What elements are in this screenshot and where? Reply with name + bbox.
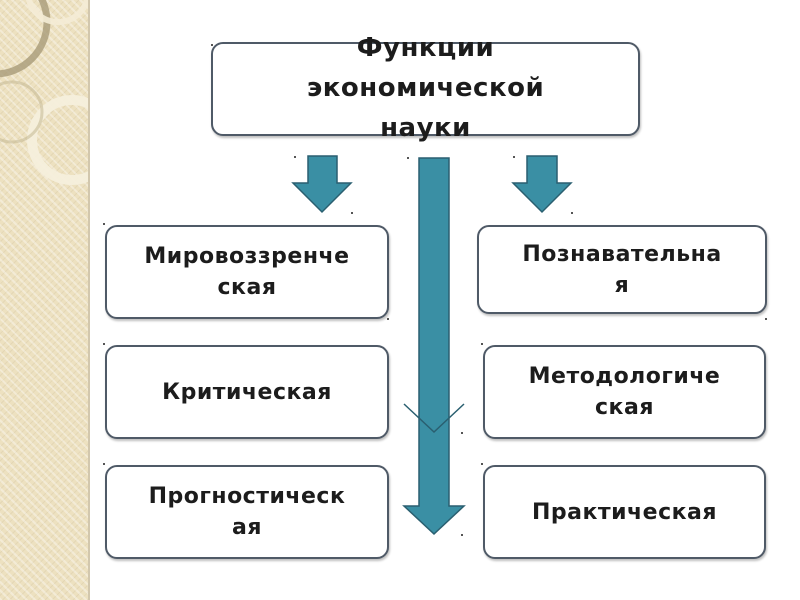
title-line-3: науки [380,113,471,143]
arrow-down-center-long-icon [402,157,466,536]
handle-dot [387,318,389,320]
function-label-line: ская [217,275,277,300]
function-box-prognostic: Прогностическ ая [105,465,389,559]
handle-dot [351,212,353,214]
handle-dot [211,44,213,46]
handle-dot [481,343,483,345]
arrow-ghost-head-icon [403,403,465,434]
function-box-critical: Критическая [105,345,389,439]
title-box: Функции экономической науки [211,33,640,143]
function-box-methodological: Методологиче ская [483,345,766,439]
handle-dot [103,223,105,225]
function-label-line: Практическая [531,499,718,525]
function-box-cognitive: Познавательна я [477,225,767,314]
handle-dot [103,463,105,465]
handle-dot [461,432,463,434]
function-label-line: ая [232,515,262,540]
function-box-practical: Практическая [483,465,766,559]
function-box-worldview: Мировоззренче ская [105,225,389,319]
handle-dot [765,318,767,320]
handle-dot [294,156,296,158]
handle-dot [103,343,105,345]
function-label-line: Прогностическ [148,484,346,509]
function-label-line: я [614,272,630,298]
handle-dot [571,212,573,214]
function-label-line: ская [595,395,654,420]
title-line-2: экономической [306,73,545,103]
handle-dot [481,463,483,465]
handle-dot [407,157,409,159]
handle-dot [461,534,463,536]
diagram-title: Функции экономической науки [307,28,544,148]
arrow-down-left-icon [291,155,353,214]
handle-dot [513,156,515,158]
arrow-down-right-icon [511,155,573,214]
decorative-sidebar [0,0,90,600]
function-label-line: Методологиче [528,364,721,389]
function-label-line: Познавательна [522,241,722,267]
function-label-line: Мировоззренче [144,244,350,269]
function-label-line: Критическая [162,379,332,405]
title-line-1: Функции [356,33,495,63]
decorative-rings [0,0,88,185]
